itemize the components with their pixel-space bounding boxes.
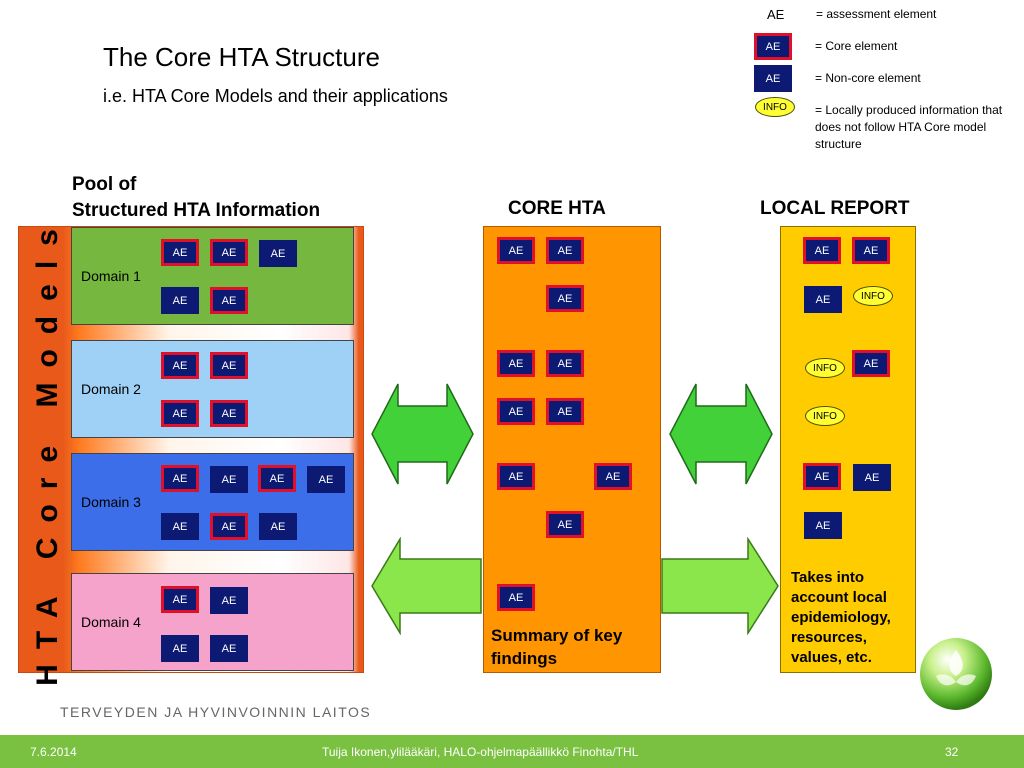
globe-logo-icon bbox=[920, 638, 992, 710]
legend-core-text: = Core element bbox=[815, 39, 898, 53]
domain-4-label: Domain 4 bbox=[81, 614, 141, 630]
domain-3-core-element: AE bbox=[161, 465, 199, 492]
domain-1-core-element: AE bbox=[210, 239, 248, 266]
domain-3-element: AE bbox=[307, 466, 345, 493]
local-report-core-element: AE bbox=[852, 350, 890, 377]
page-subtitle: i.e. HTA Core Models and their applicati… bbox=[103, 86, 448, 106]
local-report-info: INFO bbox=[805, 358, 845, 378]
local-report-element: AE bbox=[804, 512, 842, 539]
core-hta-core-element: AE bbox=[594, 463, 632, 490]
core-hta-core-element: AE bbox=[497, 398, 535, 425]
local-report-info: INFO bbox=[853, 286, 893, 306]
domain-2-core-element: AE bbox=[161, 352, 199, 379]
local-report-info: INFO bbox=[805, 406, 845, 426]
core-hta-core-element: AE bbox=[546, 237, 584, 264]
hta-core-models-label: HTA Core Models bbox=[18, 214, 78, 686]
domain-1-label: Domain 1 bbox=[81, 268, 141, 284]
local-report-heading: LOCAL REPORT bbox=[760, 198, 910, 219]
local-report-core-element: AE bbox=[852, 237, 890, 264]
local-report-panel bbox=[780, 226, 916, 673]
domain-3-core-element: AE bbox=[258, 465, 296, 492]
footer-author: Tuija Ikonen,ylilääkäri, HALO-ohjelmapää… bbox=[322, 745, 639, 759]
single-arrow-core-to-local-icon bbox=[661, 537, 779, 635]
domain-4-element: AE bbox=[210, 587, 248, 614]
core-hta-core-element: AE bbox=[546, 511, 584, 538]
double-arrow-core-to-local-icon bbox=[669, 383, 773, 485]
pool-heading: Pool of Structured HTA Information bbox=[72, 172, 320, 224]
legend-noncore-box: AE bbox=[754, 65, 792, 92]
double-arrow-pool-to-core-icon bbox=[371, 383, 474, 485]
domain-4-core-element: AE bbox=[161, 586, 199, 613]
local-report-core-element: AE bbox=[803, 237, 841, 264]
pool-heading-line1: Pool of bbox=[72, 174, 137, 195]
core-hta-summary: Summary of key findings bbox=[491, 626, 623, 668]
domain-1-core-element: AE bbox=[161, 239, 199, 266]
local-report-note: Takes into account local epidemiology, r… bbox=[791, 569, 891, 666]
domain-3-label: Domain 3 bbox=[81, 494, 141, 510]
pool-heading-line2: Structured HTA Information bbox=[72, 200, 321, 221]
domain-3-core-element: AE bbox=[210, 513, 248, 540]
domain-4-element: AE bbox=[161, 635, 199, 662]
domain-2-label: Domain 2 bbox=[81, 381, 141, 397]
domain-2-core-element: AE bbox=[210, 400, 248, 427]
domain-3-element: AE bbox=[210, 466, 248, 493]
core-hta-core-element: AE bbox=[497, 237, 535, 264]
core-hta-heading: CORE HTA bbox=[508, 198, 606, 219]
core-hta-core-element: AE bbox=[497, 350, 535, 377]
footer-bar bbox=[0, 735, 1024, 768]
legend-info-text: = Locally produced information that does… bbox=[815, 103, 1003, 151]
domain-3-element: AE bbox=[161, 513, 199, 540]
domain-4-element: AE bbox=[210, 635, 248, 662]
organization-name: TERVEYDEN JA HYVINVOINNIN LAITOS bbox=[60, 704, 372, 720]
legend-core-box: AE bbox=[754, 33, 792, 60]
domain-1-element: AE bbox=[259, 240, 297, 267]
local-report-element: AE bbox=[804, 286, 842, 313]
local-report-core-element: AE bbox=[803, 463, 841, 490]
legend-ae-text: = assessment element bbox=[816, 7, 937, 21]
footer-date: 7.6.2014 bbox=[30, 745, 77, 759]
core-hta-core-element: AE bbox=[546, 350, 584, 377]
domain-2-core-element: AE bbox=[161, 400, 199, 427]
local-report-element: AE bbox=[853, 464, 891, 491]
single-arrow-pool-to-core-icon bbox=[371, 537, 482, 635]
legend-ae-label: AE bbox=[767, 7, 785, 22]
domain-3-element: AE bbox=[259, 513, 297, 540]
legend-noncore-text: = Non-core element bbox=[815, 71, 921, 85]
core-hta-core-element: AE bbox=[497, 463, 535, 490]
domain-1-core-element: AE bbox=[210, 287, 248, 314]
core-hta-core-element: AE bbox=[546, 285, 584, 312]
hta-core-models-text: HTA Core Models bbox=[31, 213, 64, 686]
page-title: The Core HTA Structure bbox=[103, 42, 380, 72]
core-hta-core-element: AE bbox=[546, 398, 584, 425]
footer-page-number: 32 bbox=[945, 745, 959, 759]
domain-2-core-element: AE bbox=[210, 352, 248, 379]
domain-1-element: AE bbox=[161, 287, 199, 314]
legend-info-box: INFO bbox=[755, 97, 795, 117]
core-hta-core-element: AE bbox=[497, 584, 535, 611]
